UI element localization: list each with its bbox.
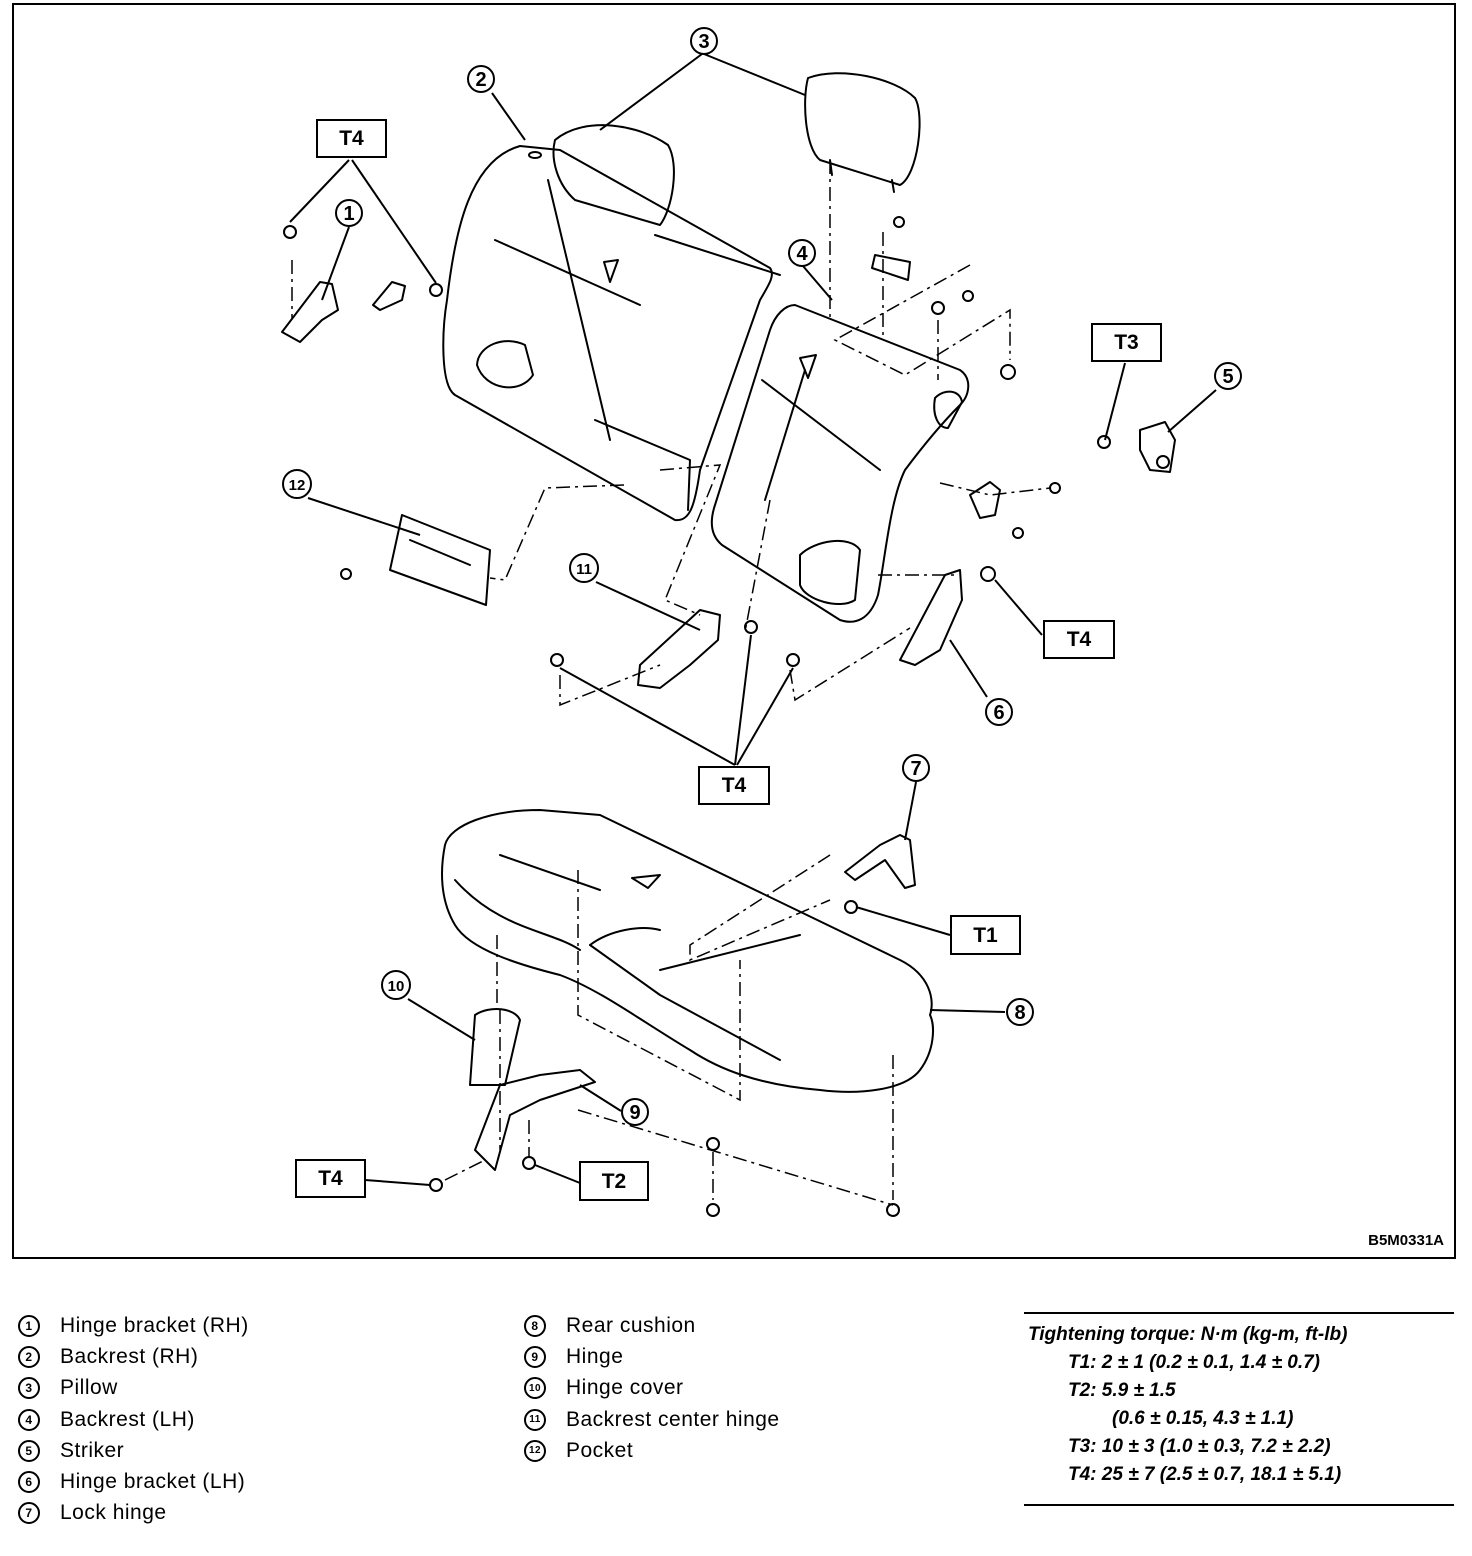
- leader-lines: [289, 53, 1217, 1186]
- callout-9: 9: [621, 1098, 649, 1126]
- svg-text:6: 6: [993, 702, 1004, 724]
- callout-11: 11: [569, 553, 599, 583]
- svg-text:T1: T1: [973, 924, 998, 947]
- torque-tag-t4-hinge: T4: [295, 1159, 366, 1198]
- svg-text:T4: T4: [339, 127, 364, 150]
- svg-text:7: 7: [910, 758, 921, 780]
- hinge-bracket-rh-shape: [281, 281, 339, 343]
- torque-row-t2-cont: (0.6 ± 0.15, 4.3 ± 1.1): [1112, 1408, 1294, 1429]
- svg-text:T3: T3: [1114, 331, 1139, 354]
- callout-1: 1: [335, 199, 363, 227]
- hinge-shape: [474, 1069, 596, 1171]
- callout-10: 10: [381, 970, 411, 1000]
- torque-row-t2: T2: 5.9 ± 1.5: [1068, 1380, 1176, 1401]
- exploded-seat-diagram: T4 T3 T4 T4 T1 T2 T4 1 2 3 4: [12, 3, 1456, 1259]
- torque-tag-t4-center: T4: [698, 766, 770, 805]
- pillow-lh-shape: [804, 72, 921, 193]
- torque-tag-t4-rh: T4: [316, 119, 387, 158]
- diagram-frame: [12, 3, 1456, 1259]
- callouts: 1 2 3 4 5 6 7 8 9 10 11 12: [282, 27, 1242, 1126]
- svg-text:9: 9: [629, 1102, 640, 1124]
- assembly-lines: [291, 160, 1051, 1206]
- rear-cushion-shape: [441, 809, 934, 1093]
- svg-text:T4: T4: [318, 1167, 343, 1190]
- center-hinge-shape: [637, 609, 721, 689]
- callout-5: 5: [1214, 362, 1242, 390]
- svg-text:10: 10: [388, 978, 405, 995]
- torque-tags: T4 T3 T4 T4 T1 T2 T4: [295, 119, 1162, 1201]
- svg-text:T2: T2: [602, 1170, 627, 1193]
- svg-text:4: 4: [796, 243, 808, 265]
- callout-12: 12: [282, 469, 312, 499]
- callout-2: 2: [467, 65, 495, 93]
- figure-code: B5M0331A: [1368, 1232, 1444, 1249]
- callout-4: 4: [788, 239, 816, 267]
- svg-text:5: 5: [1222, 366, 1233, 388]
- svg-text:12: 12: [289, 477, 306, 494]
- callout-6: 6: [985, 698, 1013, 726]
- torque-spec-title: Tightening torque: N·m (kg-m, ft-lb): [1028, 1324, 1348, 1345]
- callout-7: 7: [902, 754, 930, 782]
- torque-tag-t1: T1: [950, 915, 1021, 955]
- svg-text:11: 11: [576, 561, 592, 578]
- torque-tag-t4-lh: T4: [1043, 620, 1115, 659]
- hinge-bracket-lh-shape: [899, 569, 963, 666]
- torque-row-t1: T1: 2 ± 1 (0.2 ± 0.1, 1.4 ± 0.7): [1068, 1352, 1321, 1373]
- torque-row-t4: T4: 25 ± 7 (2.5 ± 0.7, 18.1 ± 5.1): [1068, 1464, 1342, 1485]
- torque-tag-t3: T3: [1091, 323, 1162, 362]
- svg-text:3: 3: [698, 31, 709, 53]
- svg-text:T4: T4: [1067, 628, 1092, 651]
- svg-text:2: 2: [475, 69, 486, 91]
- backrest-lh-shape: [710, 304, 970, 623]
- lock-hinge-shape: [844, 834, 916, 889]
- pocket-shape: [389, 514, 491, 606]
- backrest-rh-shape: [442, 124, 781, 522]
- striker-shape: [1139, 421, 1176, 473]
- svg-text:1: 1: [343, 203, 354, 225]
- callout-3: 3: [690, 27, 718, 55]
- svg-text:T4: T4: [722, 774, 747, 797]
- callout-8: 8: [1006, 998, 1034, 1026]
- torque-row-t3: T3: 10 ± 3 (1.0 ± 0.3, 7.2 ± 2.2): [1068, 1436, 1331, 1457]
- svg-text:8: 8: [1014, 1002, 1025, 1024]
- torque-tag-t2: T2: [579, 1161, 649, 1201]
- torque-spec-table: Tightening torque: N·m (kg-m, ft-lb) T1:…: [1024, 1312, 1454, 1506]
- hinge-cover-shape: [469, 1008, 521, 1086]
